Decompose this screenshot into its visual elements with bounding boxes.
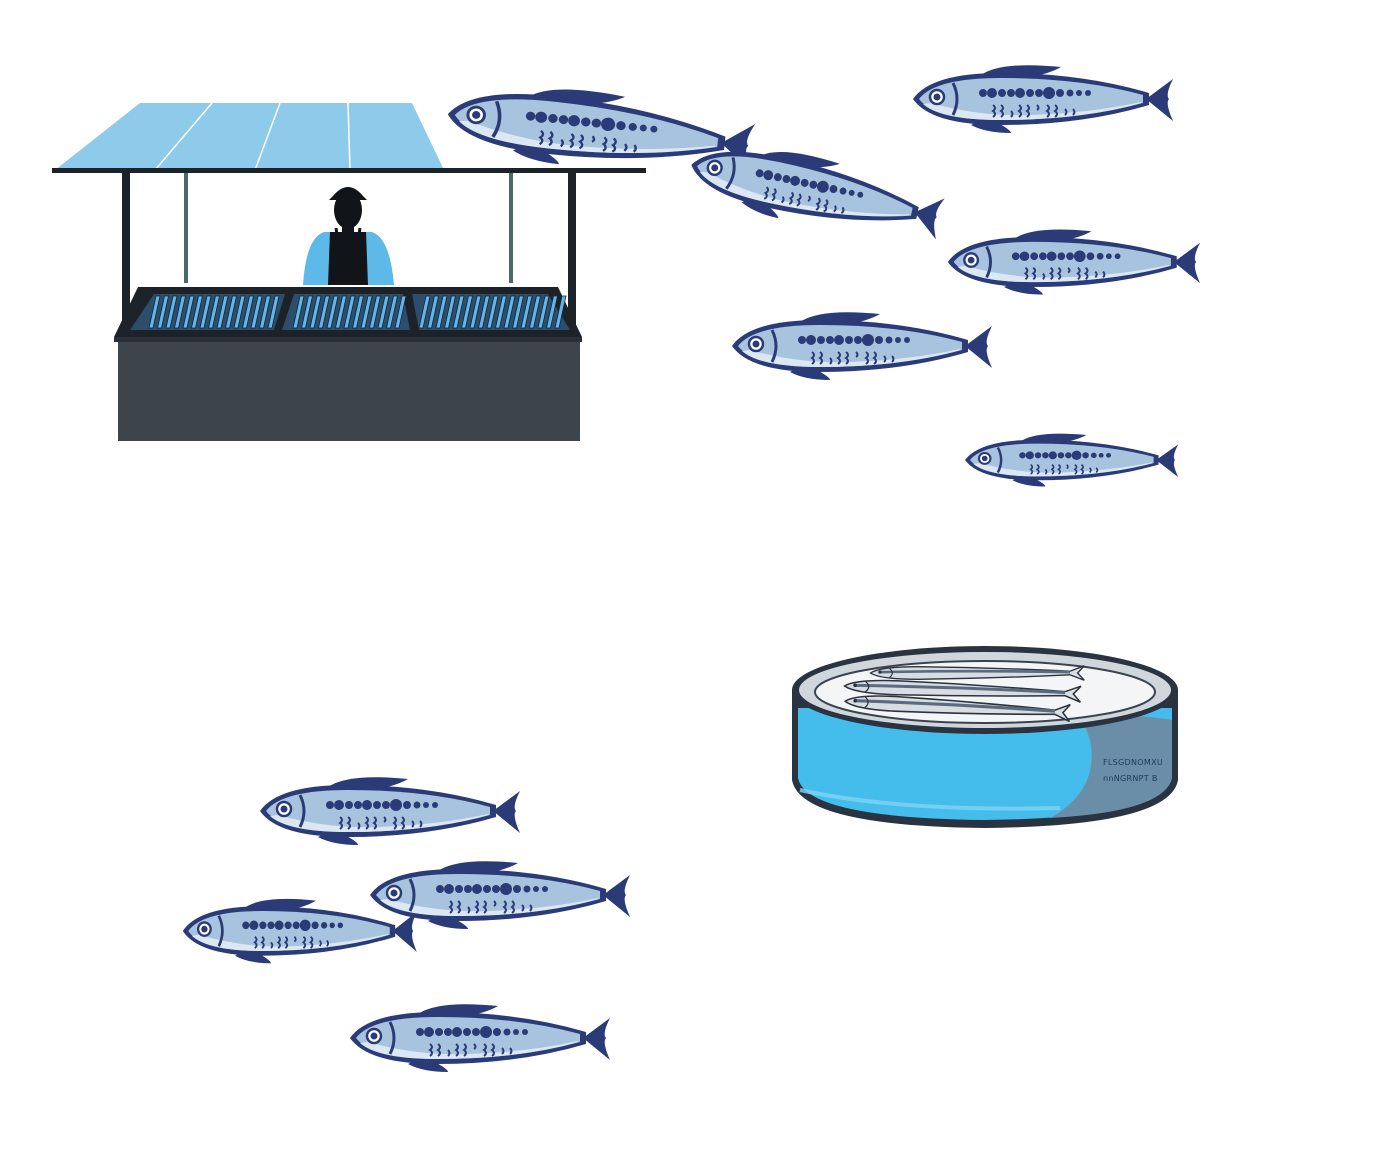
tray-sardine bbox=[512, 295, 524, 329]
tray-sardine bbox=[495, 295, 507, 329]
fish-vendor-icon bbox=[303, 187, 394, 285]
tray-sardine bbox=[452, 295, 465, 329]
tray-sardine bbox=[157, 295, 169, 329]
tray-sardine bbox=[148, 295, 161, 329]
tray-sardine bbox=[503, 295, 516, 329]
tray-sardine bbox=[360, 295, 373, 329]
tray-sardine bbox=[435, 295, 448, 329]
tray-sardine bbox=[267, 295, 280, 329]
tray-sardine bbox=[259, 295, 271, 329]
tray-sardine bbox=[174, 295, 186, 329]
stall-pole-left bbox=[122, 173, 130, 325]
tray-sardine bbox=[335, 295, 347, 329]
fish-market-stall-icon bbox=[52, 102, 646, 441]
can-label-line2: nnNGRNPT B bbox=[1103, 774, 1158, 783]
sardine-can-icon: FLSGDNOMXU nnNGRNPT B bbox=[792, 646, 1178, 828]
tray-sardine bbox=[250, 295, 263, 329]
stall-awning bbox=[55, 103, 444, 170]
tray-sardine bbox=[318, 295, 330, 329]
tray-sardine bbox=[537, 295, 550, 329]
tray-sardine bbox=[369, 295, 381, 329]
tray-sardine bbox=[520, 295, 533, 329]
tray-sardine bbox=[242, 295, 254, 329]
tray-sardine bbox=[529, 295, 541, 329]
tray-sardine bbox=[216, 295, 229, 329]
sardine-icon bbox=[963, 432, 1180, 488]
tray-sardine bbox=[343, 295, 356, 329]
tray-sardine bbox=[309, 295, 322, 329]
tray-sardine bbox=[546, 295, 558, 329]
stall-pole-right bbox=[568, 173, 576, 325]
sardine-icon bbox=[258, 775, 522, 847]
sardine-icon bbox=[946, 228, 1202, 297]
tray-sardine bbox=[377, 295, 390, 329]
sardine-icon bbox=[911, 63, 1175, 135]
tray-sardine bbox=[386, 295, 398, 329]
sardine-icon bbox=[348, 1002, 612, 1074]
tray-sardine bbox=[165, 295, 178, 329]
tray-sardine bbox=[469, 295, 482, 329]
stall-counter bbox=[118, 337, 580, 441]
tray-sardine bbox=[444, 295, 456, 329]
tray-sardine bbox=[427, 295, 439, 329]
tray-sardine bbox=[394, 295, 407, 329]
stall-roof-beam bbox=[52, 168, 646, 173]
sardine-icon bbox=[730, 310, 994, 382]
tray-sardine bbox=[182, 295, 195, 329]
can-shade bbox=[1050, 712, 1172, 818]
tray-sardine bbox=[418, 295, 431, 329]
tray-sardine bbox=[352, 295, 364, 329]
sardine-icon bbox=[181, 897, 419, 965]
tray-sardine bbox=[233, 295, 246, 329]
can-side bbox=[798, 708, 1172, 820]
tray-sardine bbox=[461, 295, 473, 329]
tray-sardine bbox=[301, 295, 313, 329]
tray-sardine bbox=[292, 295, 305, 329]
can-label-line1: FLSGDNOMXU bbox=[1103, 758, 1163, 767]
tray-sardine bbox=[326, 295, 339, 329]
tray-sardine bbox=[225, 295, 237, 329]
tray-sardine bbox=[486, 295, 499, 329]
tray-sardine bbox=[191, 295, 203, 329]
tray-sardine bbox=[554, 295, 567, 329]
tray-sardine bbox=[199, 295, 212, 329]
tray-fish-rows bbox=[148, 295, 567, 329]
tray-sardine bbox=[478, 295, 490, 329]
tray-sardine bbox=[208, 295, 220, 329]
